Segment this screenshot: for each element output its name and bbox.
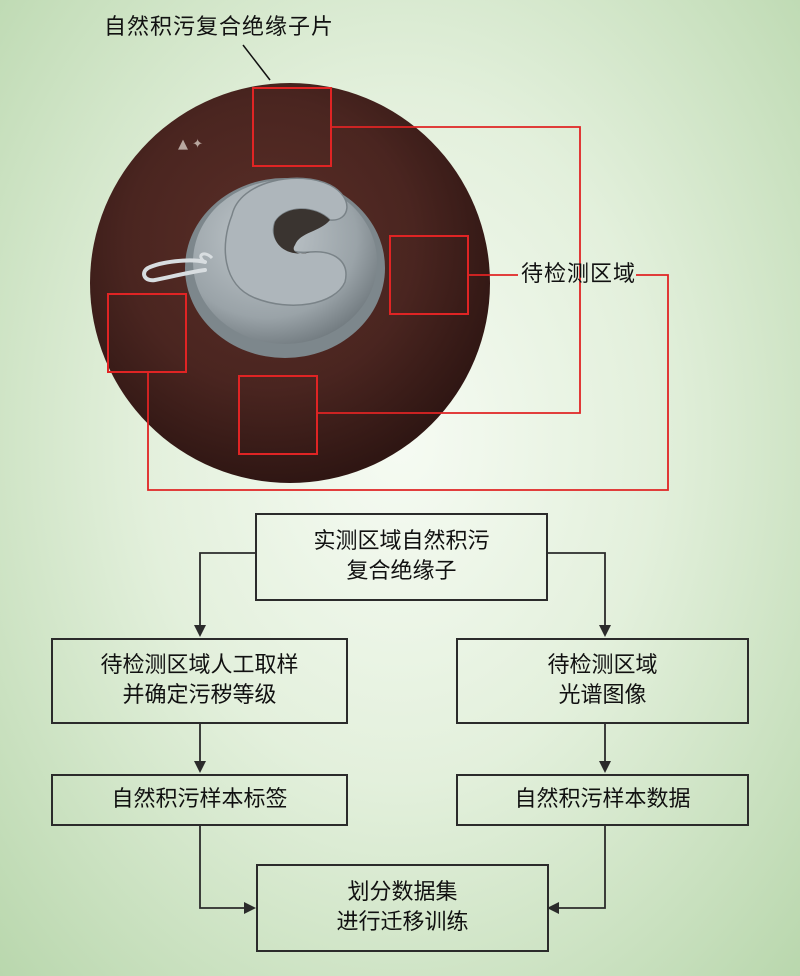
region-connectors xyxy=(147,126,669,491)
flow-box-sample-data: 自然积污样本数据 xyxy=(456,774,749,826)
flow-box-right-step-line1: 待检测区域 xyxy=(547,653,658,679)
flow-box-manual-sampling: 待检测区域人工取样 并确定污秽等级 xyxy=(51,638,348,724)
flow-box-sample-labels: 自然积污样本标签 xyxy=(51,774,348,826)
flow-box-final-line2: 进行迁移训练 xyxy=(336,910,469,935)
region-label: 待检测区域 xyxy=(521,262,637,287)
region-box-left xyxy=(107,293,187,373)
flow-box-top-line1: 实测区域自然积污 xyxy=(313,529,490,555)
flow-box-spectral-image: 待检测区域 光谱图像 xyxy=(456,638,749,724)
caption-leader xyxy=(242,44,271,81)
flow-box-left-step-line1: 待检测区域人工取样 xyxy=(100,653,299,679)
disc-marking: ▲ ✦ xyxy=(178,137,203,152)
flow-box-left-step-line2: 并确定污秽等级 xyxy=(122,683,277,708)
cotter-pin xyxy=(142,258,207,283)
flow-box-right-output: 自然积污样本数据 xyxy=(514,787,691,813)
region-box-bottom xyxy=(238,375,318,455)
flow-box-top-line2: 复合绝缘子 xyxy=(346,559,457,584)
flow-box-final-line1: 划分数据集 xyxy=(347,880,458,906)
flow-arrows xyxy=(199,552,606,909)
arrow-heads xyxy=(194,625,611,914)
flow-box-right-step-line2: 光谱图像 xyxy=(558,683,647,708)
photo-caption: 自然积污复合绝缘子片 xyxy=(104,15,335,40)
flow-box-left-output: 自然积污样本标签 xyxy=(111,787,288,813)
flow-box-transfer-training: 划分数据集 进行迁移训练 xyxy=(256,864,549,952)
flow-box-measured-insulator: 实测区域自然积污 复合绝缘子 xyxy=(255,513,548,601)
